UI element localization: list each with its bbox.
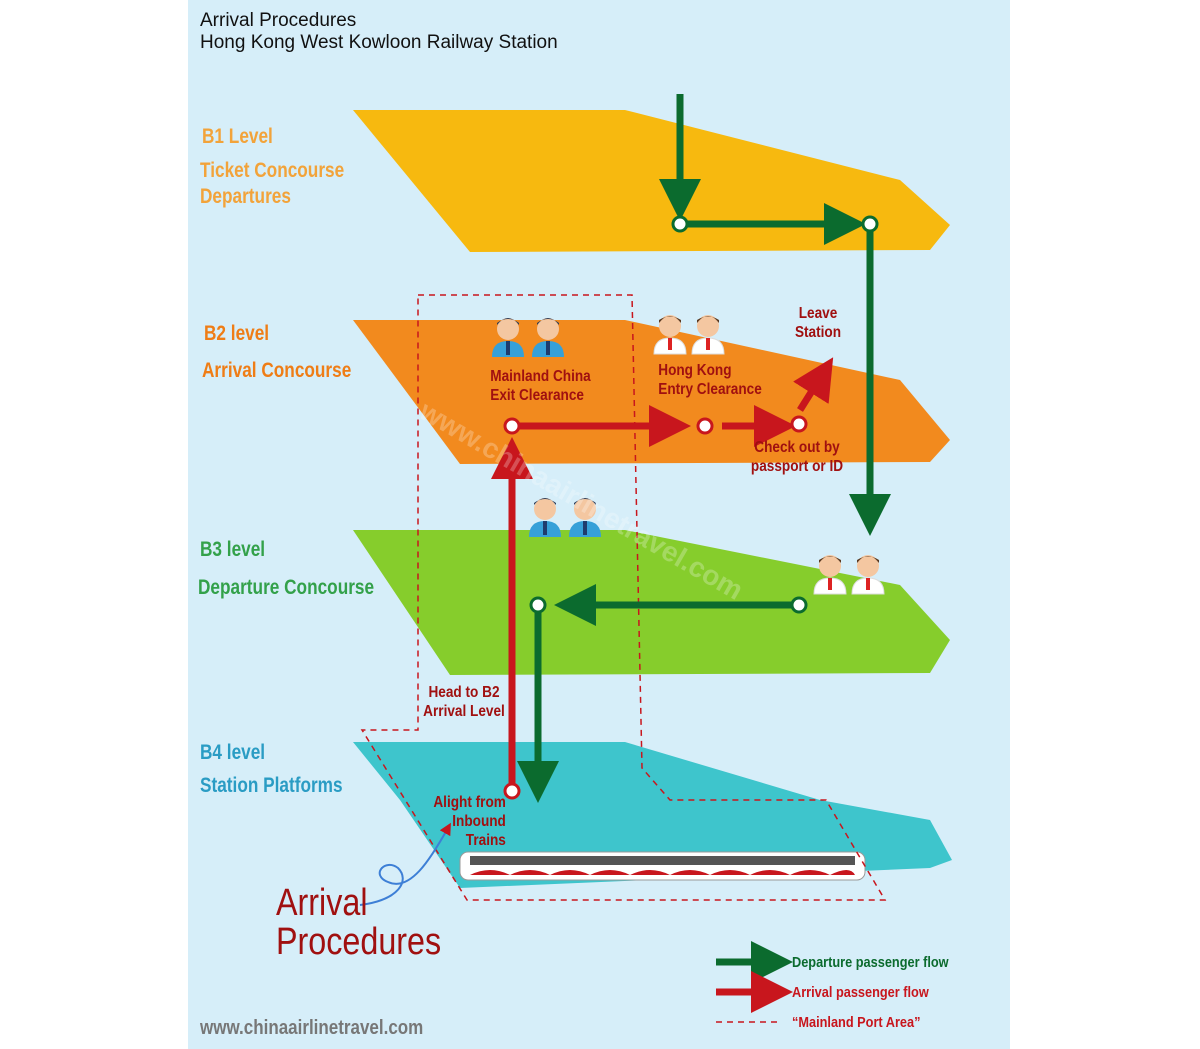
footer-url: www.chinaairlinetravel.com xyxy=(200,1017,424,1039)
b2-level-plane xyxy=(353,320,950,464)
b1-name-line-2: Departures xyxy=(200,185,291,208)
head-to-b2-label: Head to B2 Arrival Level xyxy=(423,684,505,721)
b1-level-plane xyxy=(353,110,950,252)
arrival-procedures-heading-1: Arrival xyxy=(276,882,368,924)
hk-entry-clearance-label: Hong Kong Entry Clearance xyxy=(658,362,762,399)
b4-level-label: B4 level xyxy=(200,741,266,764)
b2-level-label: B2 level xyxy=(204,322,270,345)
legend-graphics xyxy=(716,941,793,1023)
b3-name: Departure Concourse xyxy=(198,576,375,599)
b4-name: Station Platforms xyxy=(200,774,343,797)
b3-level-label: B3 level xyxy=(200,538,266,561)
b1-name-line-1: Ticket Concourse xyxy=(200,159,345,182)
title-line-1: Arrival Procedures xyxy=(200,10,357,31)
alight-label: Alight from Inbound Trains xyxy=(433,794,506,850)
title-line-2: Hong Kong West Kowloon Railway Station xyxy=(200,32,558,53)
arrival-flow xyxy=(491,357,834,790)
legend-departure-label: Departure passenger flow xyxy=(792,954,949,971)
arrival-nodes xyxy=(503,415,808,800)
departure-flow xyxy=(517,94,891,803)
b2-name: Arrival Concourse xyxy=(202,359,352,382)
leave-station-label: Leave Station xyxy=(794,305,842,342)
curly-pointer-icon xyxy=(359,822,451,906)
legend-arrival-label: Arrival passenger flow xyxy=(792,984,929,1001)
departure-nodes xyxy=(529,215,879,614)
mainland-exit-clearance-label: Mainland China Exit Clearance xyxy=(490,368,591,405)
legend-port-area-label: “Mainland Port Area” xyxy=(792,1014,921,1031)
arrival-procedures-heading-2: Procedures xyxy=(276,921,442,963)
b1-level-label: B1 Level xyxy=(202,125,273,148)
train-icon xyxy=(459,851,866,881)
check-out-label: Check out by passport or ID xyxy=(750,439,844,476)
